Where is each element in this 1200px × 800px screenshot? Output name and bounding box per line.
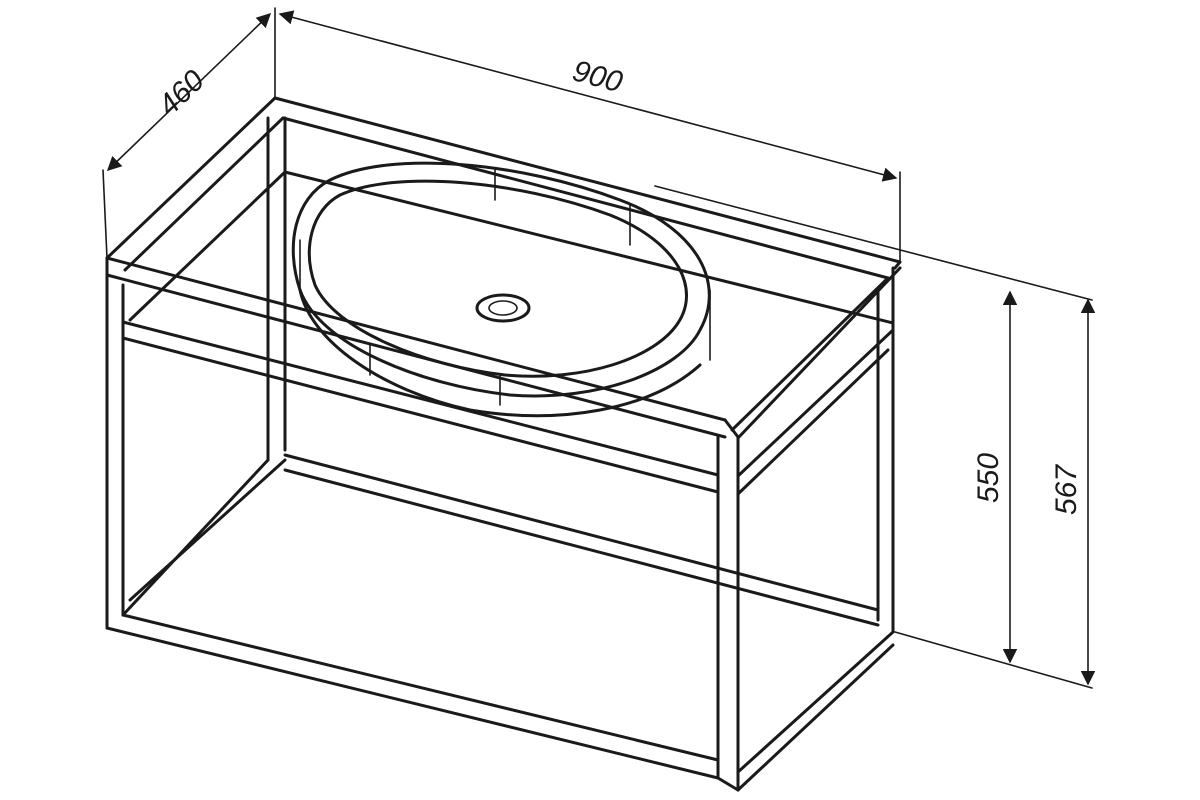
dimension-depth-label: 460 bbox=[152, 64, 211, 123]
dimension-width: 900 bbox=[278, 10, 901, 263]
metal-frame bbox=[105, 96, 902, 792]
extension-line-top bbox=[654, 185, 1093, 301]
dimension-height-frame-label: 550 bbox=[972, 453, 1005, 503]
dimension-height-total-label: 567 bbox=[1050, 464, 1083, 515]
dimension-height-total: 567 bbox=[1050, 298, 1096, 686]
extension-line-bottom bbox=[894, 631, 1093, 689]
dimension-depth: 460 bbox=[102, 7, 276, 259]
dimension-height-frame: 550 bbox=[972, 290, 1018, 664]
